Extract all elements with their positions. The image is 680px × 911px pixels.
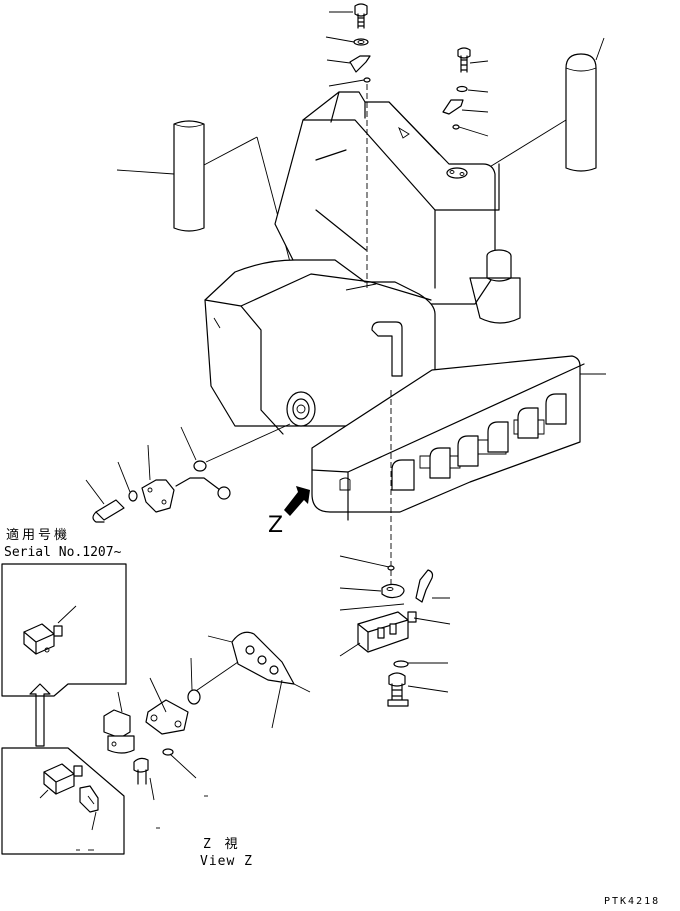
left-pad	[116, 120, 291, 263]
view-label-english: View Z	[200, 854, 253, 869]
main-counterweight-block	[204, 259, 436, 435]
top-right-bolt-stack	[442, 47, 471, 130]
filler-neck	[469, 249, 521, 324]
serial-label-japanese: 適用号機	[6, 528, 71, 543]
top-left-callout-lines	[325, 11, 365, 87]
serial-label-english: Serial No.1207~	[4, 545, 122, 560]
serial-variant-lower-box	[1, 747, 125, 855]
center-axis	[366, 84, 395, 590]
variant-arrow	[29, 683, 51, 747]
right-pad	[487, 37, 605, 172]
view-z-letter: Z	[268, 513, 284, 538]
serial-variant-upper-box	[1, 563, 127, 697]
view-z-parts	[103, 631, 311, 829]
side-cover-assembly	[85, 423, 291, 523]
valve-assembly	[339, 555, 451, 707]
view-label-japanese: Z 視	[203, 837, 241, 852]
view-z-arrow	[284, 486, 310, 516]
upper-counterweight-block	[274, 91, 500, 305]
base-tray	[311, 355, 606, 521]
top-right-callout-lines	[458, 60, 489, 137]
drawing-number: PTK4218	[604, 896, 661, 907]
top-left-bolt-stack	[349, 3, 371, 83]
